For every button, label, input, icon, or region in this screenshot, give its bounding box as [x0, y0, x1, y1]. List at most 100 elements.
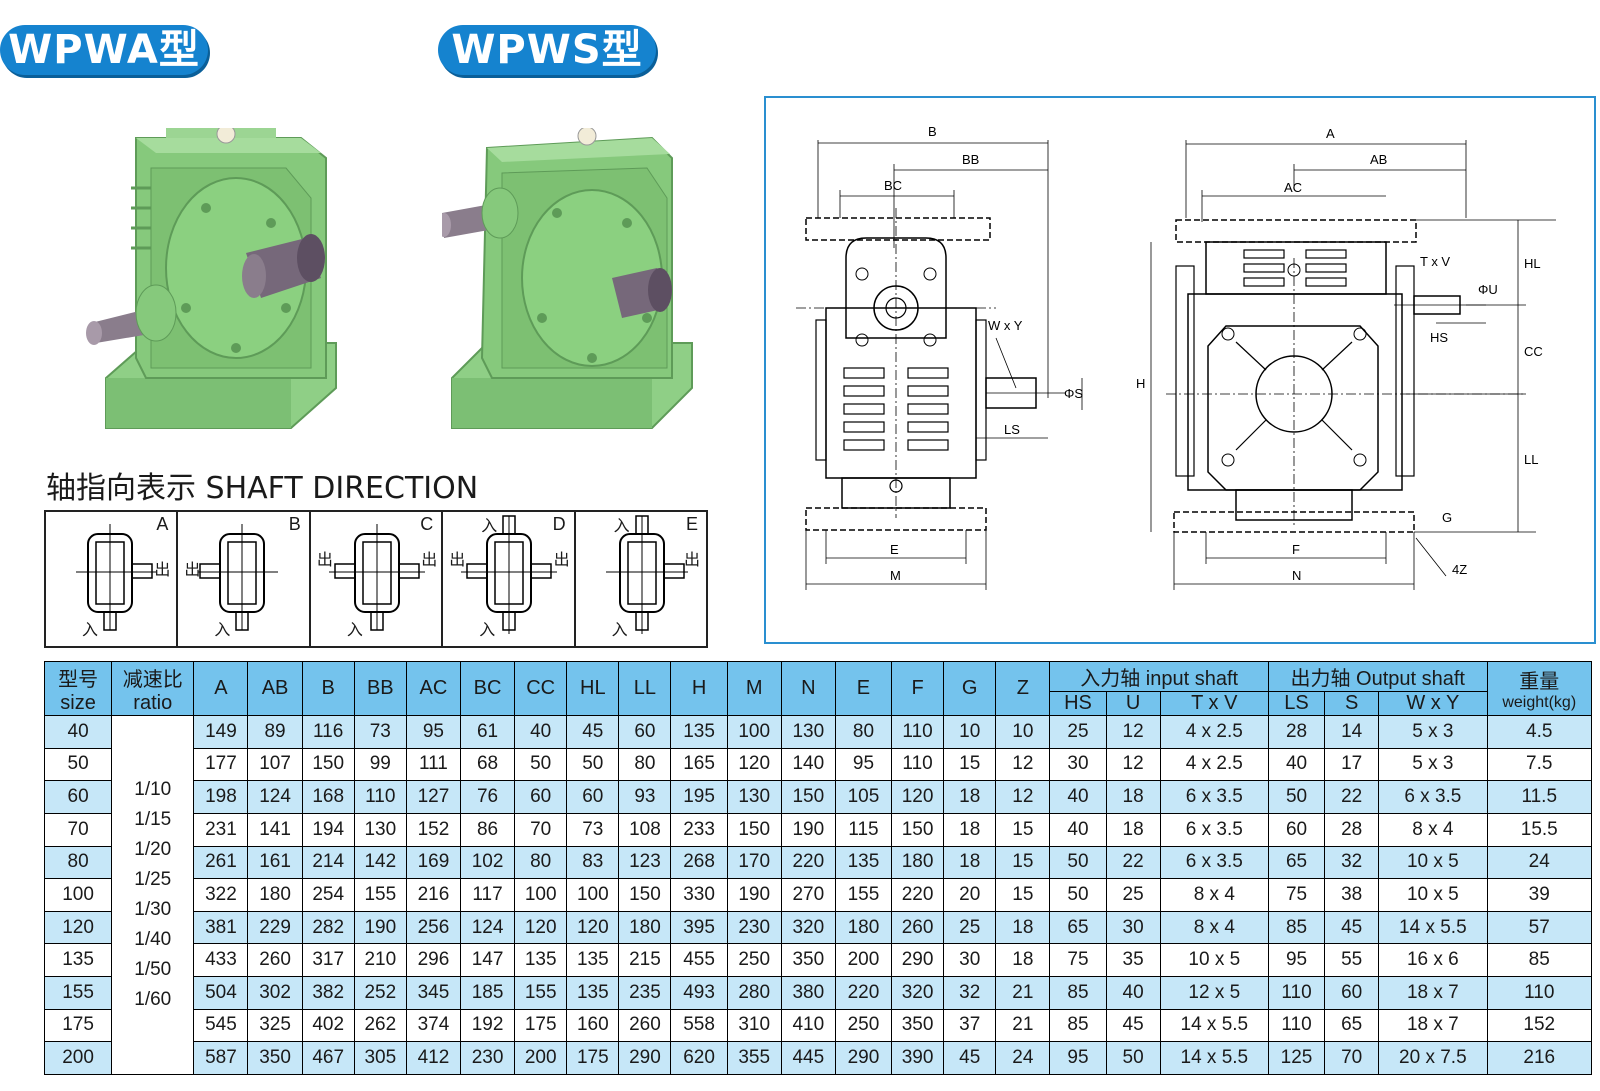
dimension-drawing-svg: B BB BC W x Y ΦS LS E M	[796, 124, 1556, 590]
value-cell: 45	[566, 715, 620, 749]
value-cell: 185	[459, 976, 516, 1010]
ratio-value: 1/30	[134, 899, 172, 920]
value-cell: 317	[301, 943, 355, 977]
value-cell: 4 x 2.5	[1159, 715, 1269, 749]
value-cell: 290	[891, 943, 945, 977]
value-cell: 268	[670, 845, 728, 880]
ratio-value: 1/25	[134, 869, 172, 890]
value-cell: 18	[995, 910, 1051, 945]
value-cell: 355	[726, 1041, 782, 1075]
value-cell: 99	[353, 747, 407, 782]
header-dim: Z	[995, 661, 1051, 716]
value-cell: 28	[1267, 715, 1326, 749]
value-cell: 110	[1267, 976, 1326, 1010]
value-cell: 180	[247, 878, 303, 912]
value-cell: 45	[943, 1041, 997, 1075]
ratio-value: 1/15	[134, 809, 172, 830]
value-cell: 620	[670, 1041, 728, 1075]
size-cell: 120	[43, 910, 113, 945]
value-cell: 40	[1267, 747, 1326, 782]
value-cell: 111	[405, 747, 461, 782]
ratio-value: 1/40	[134, 929, 172, 950]
value-cell: 587	[193, 1041, 249, 1075]
value-cell: 220	[891, 878, 945, 912]
value-cell: 230	[459, 1041, 516, 1075]
value-cell: 85	[1486, 943, 1592, 977]
label-phiS: ΦS	[1064, 386, 1083, 401]
label-CC: CC	[1524, 344, 1543, 359]
value-cell: 252	[353, 976, 407, 1010]
value-cell: 320	[780, 910, 836, 945]
value-cell: 250	[726, 943, 782, 977]
value-cell: 545	[193, 1008, 249, 1043]
value-cell: 330	[670, 878, 728, 912]
value-cell: 250	[834, 1008, 893, 1043]
value-cell: 108	[618, 812, 672, 847]
value-cell: 45	[1324, 910, 1380, 945]
value-cell: 11.5	[1486, 780, 1592, 814]
label-A: A	[1326, 126, 1335, 141]
shaft-direction-letter: E	[686, 514, 699, 534]
value-cell: 130	[726, 780, 782, 814]
shaft-in-top-label: 入	[481, 518, 498, 535]
wpws-type-label: WPWS型	[438, 25, 656, 75]
size-cell: 80	[43, 845, 113, 880]
value-cell: 18	[943, 845, 997, 880]
value-cell: 381	[193, 910, 249, 945]
value-cell: 40	[1049, 812, 1107, 847]
value-cell: 412	[405, 1041, 461, 1075]
value-cell: 95	[405, 715, 461, 749]
header-dim: E	[834, 661, 893, 716]
value-cell: 152	[405, 812, 461, 847]
value-cell: 190	[353, 910, 407, 945]
shaft-out-label: 出	[684, 552, 701, 569]
value-cell: 57	[1486, 910, 1592, 945]
value-cell: 169	[405, 845, 461, 880]
value-cell: 120	[891, 780, 945, 814]
value-cell: 107	[247, 747, 303, 782]
value-cell: 50	[1267, 780, 1326, 814]
value-cell: 73	[566, 812, 620, 847]
value-cell: 165	[670, 747, 728, 782]
value-cell: 215	[618, 943, 672, 977]
value-cell: 180	[618, 910, 672, 945]
value-cell: 180	[834, 910, 893, 945]
value-cell: 8 x 4	[1378, 812, 1488, 847]
value-cell: 116	[301, 715, 355, 749]
label-H: H	[1136, 376, 1145, 391]
value-cell: 290	[834, 1041, 893, 1075]
value-cell: 10	[995, 715, 1051, 749]
value-cell: 282	[301, 910, 355, 945]
value-cell: 75	[1049, 943, 1107, 977]
value-cell: 260	[891, 910, 945, 945]
value-cell: 10 x 5	[1378, 845, 1488, 880]
value-cell: 175	[566, 1041, 620, 1075]
value-cell: 135	[514, 943, 568, 977]
value-cell: 350	[780, 943, 836, 977]
value-cell: 467	[301, 1041, 355, 1075]
value-cell: 12	[995, 780, 1051, 814]
value-cell: 216	[405, 878, 461, 912]
value-cell: 10 x 5	[1159, 943, 1269, 977]
shaft-direction-title: 轴指向表示 SHAFT DIRECTION	[46, 471, 479, 506]
value-cell: 100	[726, 715, 782, 749]
value-cell: 70	[1324, 1041, 1380, 1075]
label-LS: LS	[1004, 422, 1020, 437]
value-cell: 410	[780, 1008, 836, 1043]
label-4Z: 4Z	[1452, 562, 1467, 577]
size-cell: 175	[43, 1008, 113, 1043]
shaft-diagram-a	[76, 524, 156, 631]
value-cell: 161	[247, 845, 303, 880]
value-cell: 5 x 3	[1378, 715, 1488, 749]
shaft-diagram-b	[198, 524, 279, 631]
value-cell: 80	[514, 845, 568, 880]
value-cell: 28	[1324, 812, 1380, 847]
value-cell: 402	[301, 1008, 355, 1043]
value-cell: 15	[995, 812, 1051, 847]
value-cell: 85	[1267, 910, 1326, 945]
value-cell: 24	[1486, 845, 1592, 880]
header-dim: AC	[405, 661, 461, 716]
